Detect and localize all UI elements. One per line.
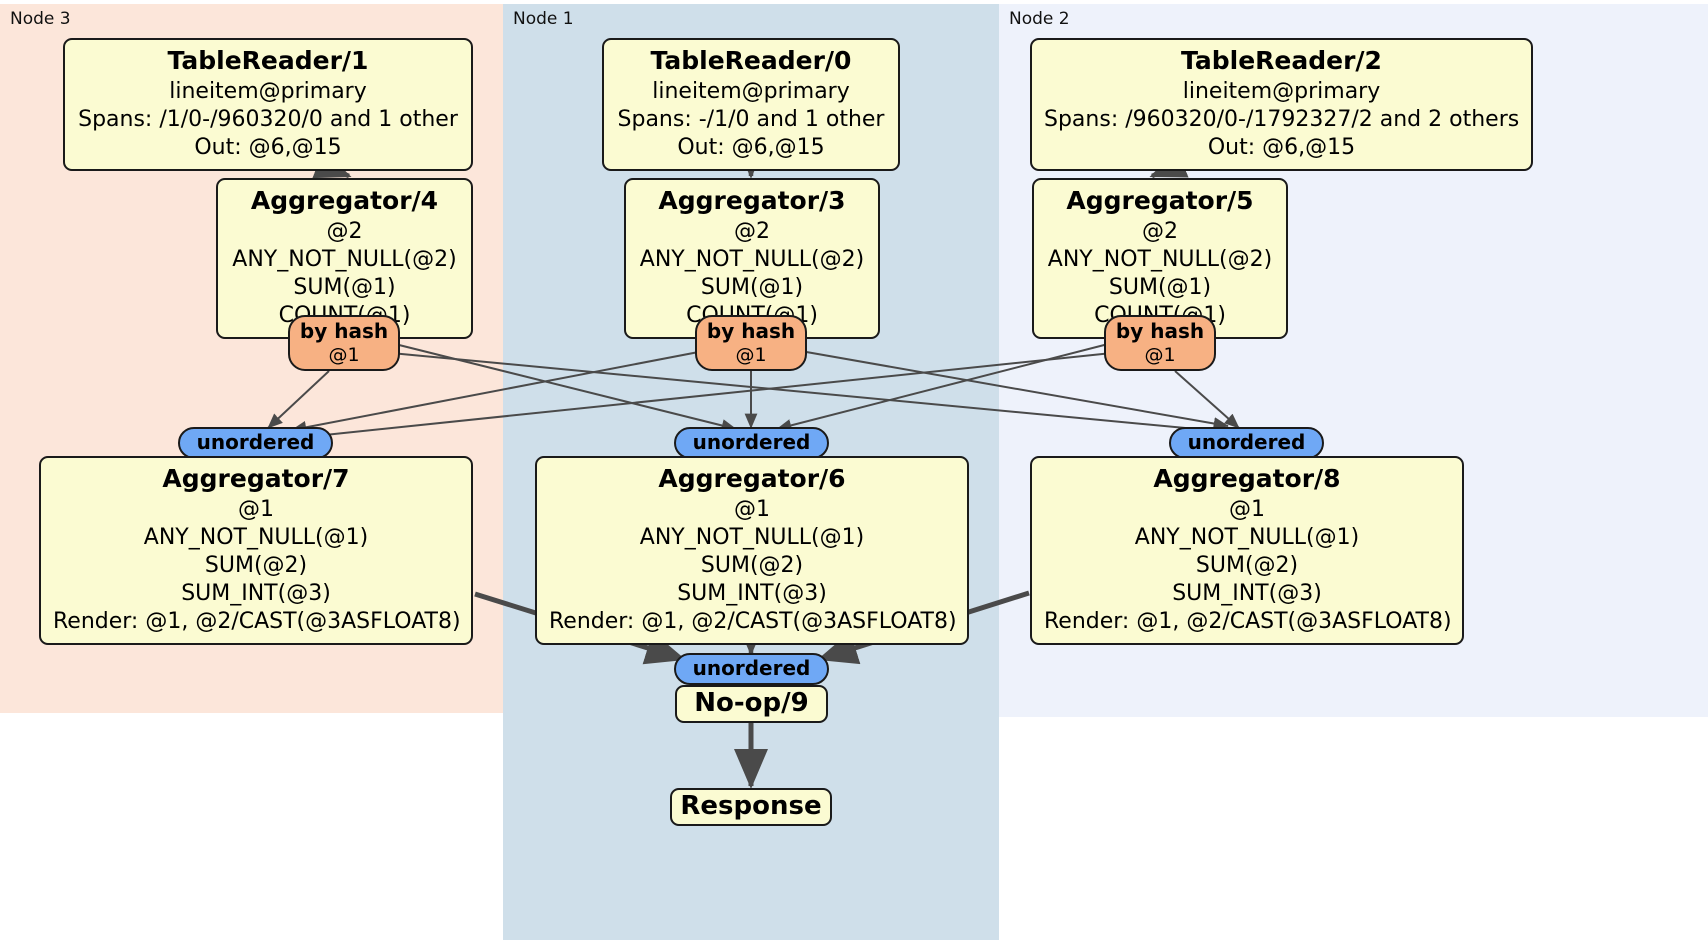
node-panel-label-node3: Node 3 <box>10 9 71 29</box>
processor-line: Spans: -/1/0 and 1 other <box>617 106 885 132</box>
processor-line: Out: @6,@15 <box>1207 134 1356 160</box>
router-sublabel: @1 <box>735 343 767 366</box>
processor-tablereader-0[interactable]: TableReader/0 lineitem@primary Spans: -/… <box>602 38 900 171</box>
router-label: unordered <box>692 430 811 455</box>
router-label: by hash <box>299 319 389 343</box>
processor-title: Response <box>680 791 822 822</box>
processor-line: ANY_NOT_NULL(@1) <box>1134 524 1360 550</box>
processor-title: Aggregator/7 <box>162 464 350 493</box>
processor-line: @2 <box>326 218 363 244</box>
processor-line: Render: @1, @2/CAST(@3ASFLOAT8) <box>1044 609 1452 635</box>
processor-noop-9[interactable]: No-op/9 <box>675 685 828 723</box>
processor-line: @2 <box>1142 218 1178 244</box>
processor-line: lineitem@primary <box>169 78 367 104</box>
node-panel-label-node1: Node 1 <box>513 9 574 29</box>
processor-line: Spans: /1/0-/960320/0 and 1 other <box>78 106 458 132</box>
processor-line: @1 <box>238 496 274 522</box>
processor-line: ANY_NOT_NULL(@1) <box>143 524 369 550</box>
processor-title: No-op/9 <box>694 688 809 719</box>
router-unordered-node2[interactable]: unordered <box>1169 427 1324 459</box>
router-label: by hash <box>706 319 796 343</box>
processor-title: Aggregator/5 <box>1066 186 1254 215</box>
processor-line: lineitem@primary <box>1182 78 1381 104</box>
processor-title: TableReader/0 <box>650 46 852 75</box>
processor-line: Out: @6,@15 <box>194 134 342 160</box>
router-sublabel: @1 <box>328 343 360 366</box>
processor-line: @2 <box>734 218 770 244</box>
processor-line: ANY_NOT_NULL(@2) <box>232 246 457 272</box>
processor-title: TableReader/1 <box>167 46 369 75</box>
router-sublabel: @1 <box>1144 343 1176 366</box>
processor-line: ANY_NOT_NULL(@2) <box>639 246 865 272</box>
processor-line: SUM(@2) <box>204 552 308 578</box>
processor-aggregator-6[interactable]: Aggregator/6 @1 ANY_NOT_NULL(@1) SUM(@2)… <box>535 456 969 646</box>
router-unordered-node3[interactable]: unordered <box>178 427 333 459</box>
processor-aggregator-7[interactable]: Aggregator/7 @1 ANY_NOT_NULL(@1) SUM(@2)… <box>39 456 473 646</box>
processor-line: SUM(@1) <box>293 274 396 300</box>
router-label: unordered <box>1187 430 1306 455</box>
router-by-hash-node2[interactable]: by hash @1 <box>1104 315 1216 371</box>
processor-line: Render: @1, @2/CAST(@3ASFLOAT8) <box>549 609 957 635</box>
processor-line: Spans: /960320/0-/1792327/2 and 2 others <box>1044 106 1520 132</box>
processor-aggregator-3[interactable]: Aggregator/3 @2 ANY_NOT_NULL(@2) SUM(@1)… <box>624 178 880 340</box>
router-by-hash-node1[interactable]: by hash @1 <box>695 315 807 371</box>
processor-response[interactable]: Response <box>670 788 832 826</box>
processor-line: lineitem@primary <box>652 78 850 104</box>
processor-line: ANY_NOT_NULL(@1) <box>639 524 865 550</box>
router-label: by hash <box>1115 319 1205 343</box>
processor-line: @1 <box>1229 496 1265 522</box>
processor-tablereader-2[interactable]: TableReader/2 lineitem@primary Spans: /9… <box>1030 38 1533 171</box>
processor-line: SUM(@1) <box>1108 274 1212 300</box>
processor-aggregator-8[interactable]: Aggregator/8 @1 ANY_NOT_NULL(@1) SUM(@2)… <box>1030 456 1464 646</box>
processor-title: Aggregator/6 <box>658 464 846 493</box>
node-panel-label-node2: Node 2 <box>1009 9 1070 29</box>
processor-line: SUM_INT(@3) <box>1172 580 1322 606</box>
processor-title: Aggregator/3 <box>658 186 846 215</box>
router-unordered-final[interactable]: unordered <box>674 653 829 685</box>
processor-line: Render: @1, @2/CAST(@3ASFLOAT8) <box>53 609 461 635</box>
router-label: unordered <box>196 430 315 455</box>
processor-title: TableReader/2 <box>1181 46 1382 75</box>
processor-title: Aggregator/4 <box>250 186 439 215</box>
processor-tablereader-1[interactable]: TableReader/1 lineitem@primary Spans: /1… <box>63 38 473 171</box>
processor-line: SUM_INT(@3) <box>677 580 827 606</box>
processor-line: ANY_NOT_NULL(@2) <box>1047 246 1273 272</box>
processor-line: Out: @6,@15 <box>677 134 825 160</box>
processor-line: SUM_INT(@3) <box>181 580 331 606</box>
processor-line: SUM(@2) <box>1195 552 1299 578</box>
router-unordered-node1[interactable]: unordered <box>674 427 829 459</box>
processor-line: SUM(@2) <box>700 552 804 578</box>
router-by-hash-node3[interactable]: by hash @1 <box>288 315 400 371</box>
processor-line: SUM(@1) <box>700 274 804 300</box>
processor-title: Aggregator/8 <box>1153 464 1341 493</box>
router-label: unordered <box>692 656 811 681</box>
processor-line: @1 <box>734 496 770 522</box>
